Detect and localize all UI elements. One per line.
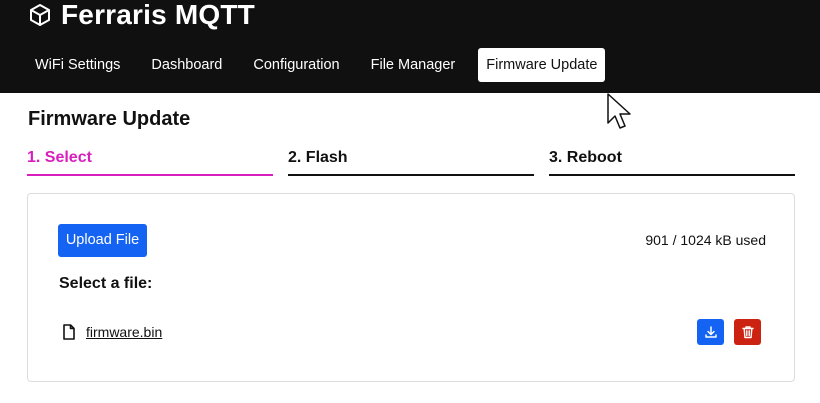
main-nav: WiFi Settings Dashboard Configuration Fi… [27,48,620,82]
nav-item-dashboard[interactable]: Dashboard [151,57,223,73]
step-select[interactable]: 1. Select [27,146,273,176]
nav-item-wifi-settings[interactable]: WiFi Settings [35,57,121,73]
step-reboot[interactable]: 3. Reboot [549,146,795,176]
upload-file-button[interactable]: Upload File [58,224,147,257]
download-icon [704,326,717,338]
app-header: Ferraris MQTT WiFi Settings Dashboard Co… [0,0,820,93]
stepper: 1. Select 2. Flash 3. Reboot [27,146,795,176]
app-title: Ferraris MQTT [61,0,255,30]
file-select-card: Upload File 901 / 1024 kB used Select a … [27,193,795,382]
mouse-cursor-icon [607,93,631,129]
file-icon [63,324,75,340]
file-list-item[interactable]: firmware.bin [62,320,162,344]
file-name-link[interactable]: firmware.bin [86,324,163,340]
nav-item-firmware-update[interactable]: Firmware Update [478,48,606,82]
select-file-heading: Select a file: [59,275,153,292]
delete-file-button[interactable] [734,319,761,345]
brand: Ferraris MQTT [28,0,255,30]
cube-icon [30,4,50,26]
trash-icon [741,326,754,339]
download-file-button[interactable] [697,319,724,345]
nav-item-configuration[interactable]: Configuration [253,57,340,73]
storage-usage: 901 / 1024 kB used [645,232,766,248]
page-title: Firmware Update [28,108,191,130]
nav-item-file-manager[interactable]: File Manager [370,57,456,73]
step-flash[interactable]: 2. Flash [288,146,534,176]
